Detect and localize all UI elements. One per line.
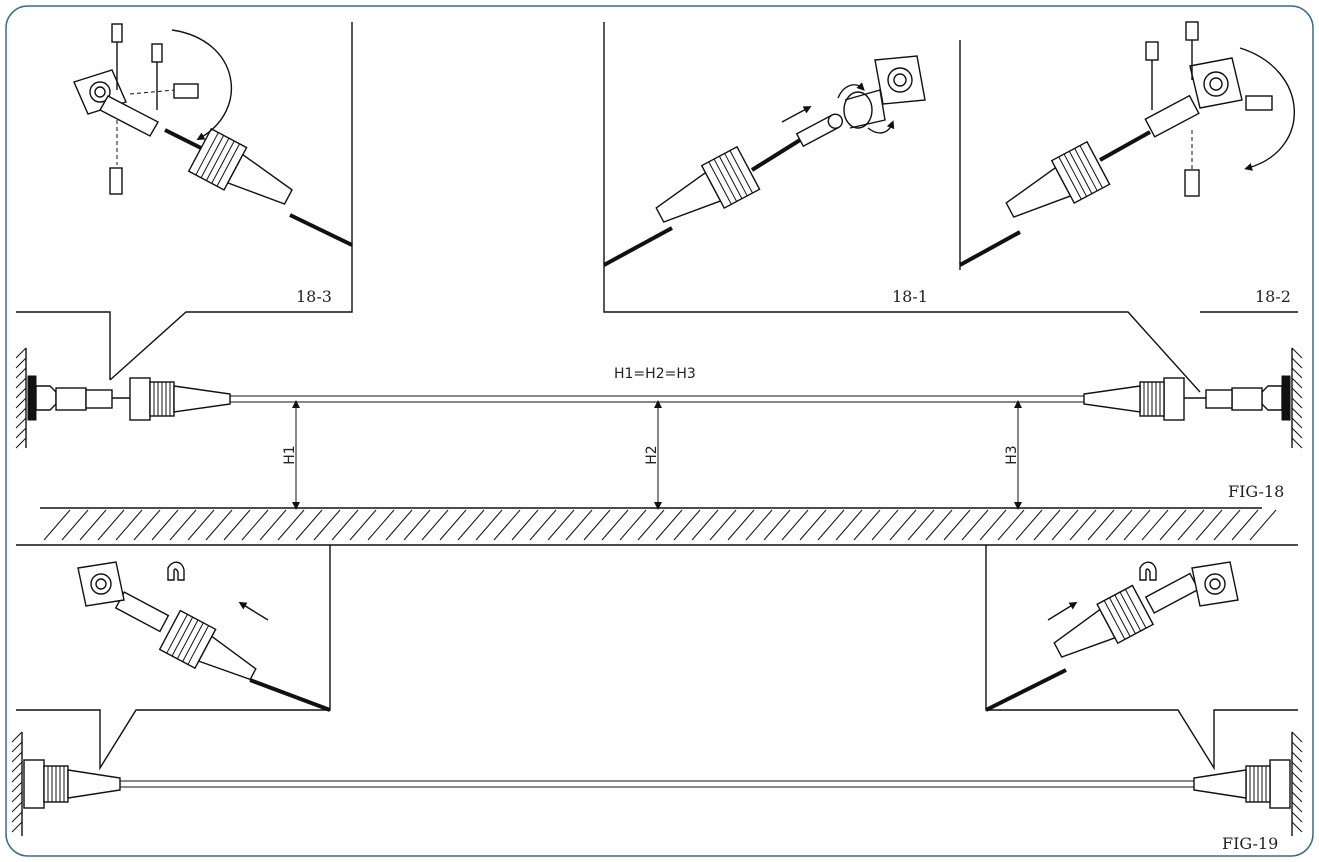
floor-hatch-line <box>925 509 953 541</box>
detail-label-18-2: 18-2 <box>1255 287 1291 306</box>
floor-hatch-line <box>421 509 449 541</box>
floor-hatch-line <box>691 509 719 541</box>
right-wall-mount-fig18 <box>1184 347 1303 449</box>
floor-hatch-line <box>277 509 305 541</box>
floor-hatch-line <box>1177 509 1205 541</box>
figure-label-fig18: FIG-18 <box>1228 482 1284 501</box>
floor-hatch-line <box>655 509 683 541</box>
floor-hatch-line <box>1051 509 1079 541</box>
floor-hatch-line <box>61 509 89 541</box>
detail-panel-fig19-left <box>16 545 331 771</box>
dimension-h1-label: H1 <box>282 445 298 464</box>
floor-hatch-line <box>1123 509 1151 541</box>
floor-hatch-line <box>223 509 251 541</box>
detail-panel-18-2: 18-2 <box>959 21 1298 313</box>
dimension-equation: H1=H2=H3 <box>614 366 696 382</box>
floor-hatch-line <box>529 509 557 541</box>
floor-hatch-line <box>169 509 197 541</box>
floor-hatch-line <box>367 509 395 541</box>
floor-hatch-line <box>43 509 71 541</box>
fig18-group: 18-3 <box>15 21 1303 541</box>
floor-hatch-line <box>511 509 539 541</box>
floor-hatch-line <box>115 509 143 541</box>
floor-hatch-line <box>439 509 467 541</box>
floor-hatch-line <box>781 509 809 541</box>
floor-hatch-line <box>331 509 359 541</box>
floor-hatch-line <box>97 509 125 541</box>
floor-hatch-line <box>709 509 737 541</box>
floor-hatch-line <box>1195 509 1223 541</box>
outer-frame <box>5 5 1314 857</box>
dimension-h2-label: H2 <box>644 445 660 464</box>
floor-hatch-line <box>385 509 413 541</box>
floor-hatch-line <box>727 509 755 541</box>
floor-hatch-line <box>1213 509 1241 541</box>
floor-hatch-line <box>1069 509 1097 541</box>
fig19-group: FIG-19 <box>11 545 1303 853</box>
main-span-fig18: H1=H2=H3 H1 H2 H3 FIG-18 <box>15 347 1303 541</box>
detail-label-18-1: 18-1 <box>892 287 928 306</box>
floor-hatch-line <box>871 509 899 541</box>
detail-label-18-3: 18-3 <box>296 287 332 306</box>
floor-hatch-line <box>943 509 971 541</box>
floor-hatch-line <box>187 509 215 541</box>
floor-hatch-line <box>457 509 485 541</box>
floor-hatch-line <box>1105 509 1133 541</box>
figure-label-fig19: FIG-19 <box>1222 834 1278 853</box>
floor-hatch-line <box>493 509 521 541</box>
floor-hatch-line <box>403 509 431 541</box>
detail-panel-18-1: 18-1 <box>603 22 1201 393</box>
floor-hatch-line <box>763 509 791 541</box>
floor-hatch-line <box>745 509 773 541</box>
floor-hatch-line <box>259 509 287 541</box>
floor-hatch-line <box>673 509 701 541</box>
floor-hatch-line <box>817 509 845 541</box>
floor-hatch-line <box>997 509 1025 541</box>
floor-hatch-line <box>565 509 593 541</box>
floor-hatch-line <box>601 509 629 541</box>
left-wall-mount-fig18 <box>15 347 130 449</box>
floor-hatch-line <box>349 509 377 541</box>
floor-hatch-line <box>637 509 665 541</box>
floor-hatch-line <box>583 509 611 541</box>
floor-hatch-line <box>961 509 989 541</box>
floor-hatch-line <box>619 509 647 541</box>
detail-panel-18-3: 18-3 <box>16 22 353 381</box>
floor-hatch-line <box>1141 509 1169 541</box>
floor-hatch-line <box>907 509 935 541</box>
detail-panel-fig19-right <box>985 545 1298 771</box>
main-span-fig19: FIG-19 <box>11 731 1303 853</box>
floor-hatch-line <box>313 509 341 541</box>
floor-hatch-line <box>799 509 827 541</box>
floor-hatch-line <box>1159 509 1187 541</box>
floor-hatch-line <box>853 509 881 541</box>
floor-hatch-line <box>241 509 269 541</box>
right-wall-mount-fig19 <box>1193 731 1303 836</box>
dimension-h3-label: H3 <box>1004 445 1020 464</box>
floor-hatch <box>40 507 1277 541</box>
floor-hatch-line <box>133 509 161 541</box>
left-wall-mount-fig19 <box>11 731 121 836</box>
floor-hatch-line <box>205 509 233 541</box>
floor-hatch-line <box>79 509 107 541</box>
floor-hatch-line <box>889 509 917 541</box>
floor-hatch-line <box>1087 509 1115 541</box>
floor-hatch-line <box>151 509 179 541</box>
floor-hatch-line <box>295 509 323 541</box>
floor-hatch-line <box>1231 509 1259 541</box>
floor-hatch-line <box>1015 509 1043 541</box>
floor-hatch-line <box>835 509 863 541</box>
floor-hatch-line <box>1249 509 1277 541</box>
floor-hatch-line <box>1033 509 1061 541</box>
floor-hatch-line <box>475 509 503 541</box>
floor-hatch-line <box>547 509 575 541</box>
floor-hatch-line <box>979 509 1007 541</box>
